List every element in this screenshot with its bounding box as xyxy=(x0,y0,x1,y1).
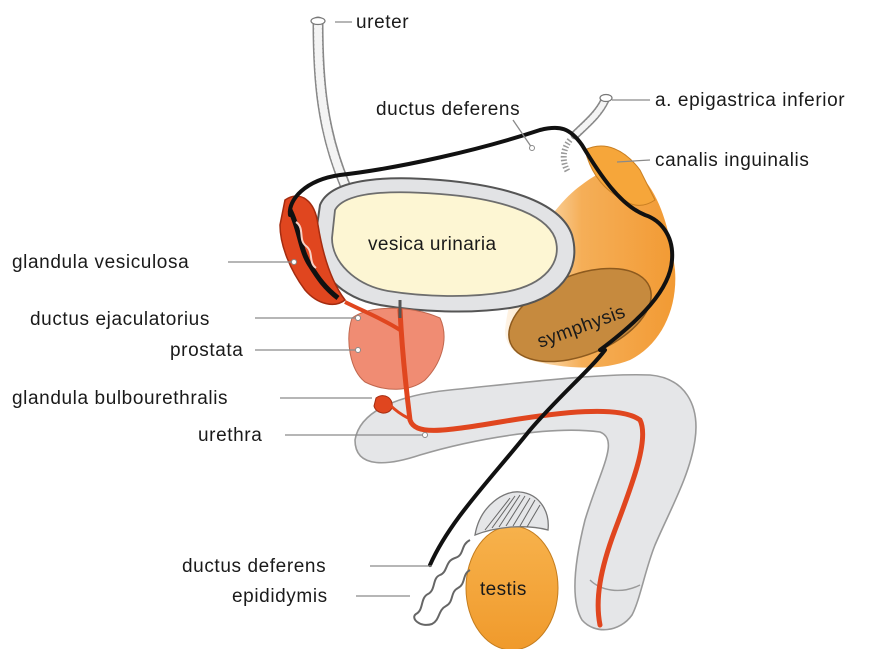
ureter xyxy=(311,18,345,186)
label-epigastrica: a. epigastrica inferior xyxy=(655,90,845,111)
label-prostata: prostata xyxy=(170,340,243,361)
label-vesica-urinaria: vesica urinaria xyxy=(368,234,497,255)
label-ductus-ejaculatorius: ductus ejaculatorius xyxy=(30,309,210,330)
label-testis: testis xyxy=(480,579,527,600)
epididymis xyxy=(414,540,470,625)
label-ductus-deferens-top: ductus deferens xyxy=(376,99,520,120)
label-urethra: urethra xyxy=(198,425,262,446)
label-glandula-bulbourethralis: glandula bulbourethralis xyxy=(12,388,228,409)
label-epididymis: epididymis xyxy=(232,586,328,607)
prostate xyxy=(349,308,444,389)
label-ductus-deferens-bottom: ductus deferens xyxy=(182,556,326,577)
label-glandula-vesiculosa: glandula vesiculosa xyxy=(12,252,189,273)
label-ureter: ureter xyxy=(356,12,409,33)
label-canalis-inguinalis: canalis inguinalis xyxy=(655,150,809,171)
